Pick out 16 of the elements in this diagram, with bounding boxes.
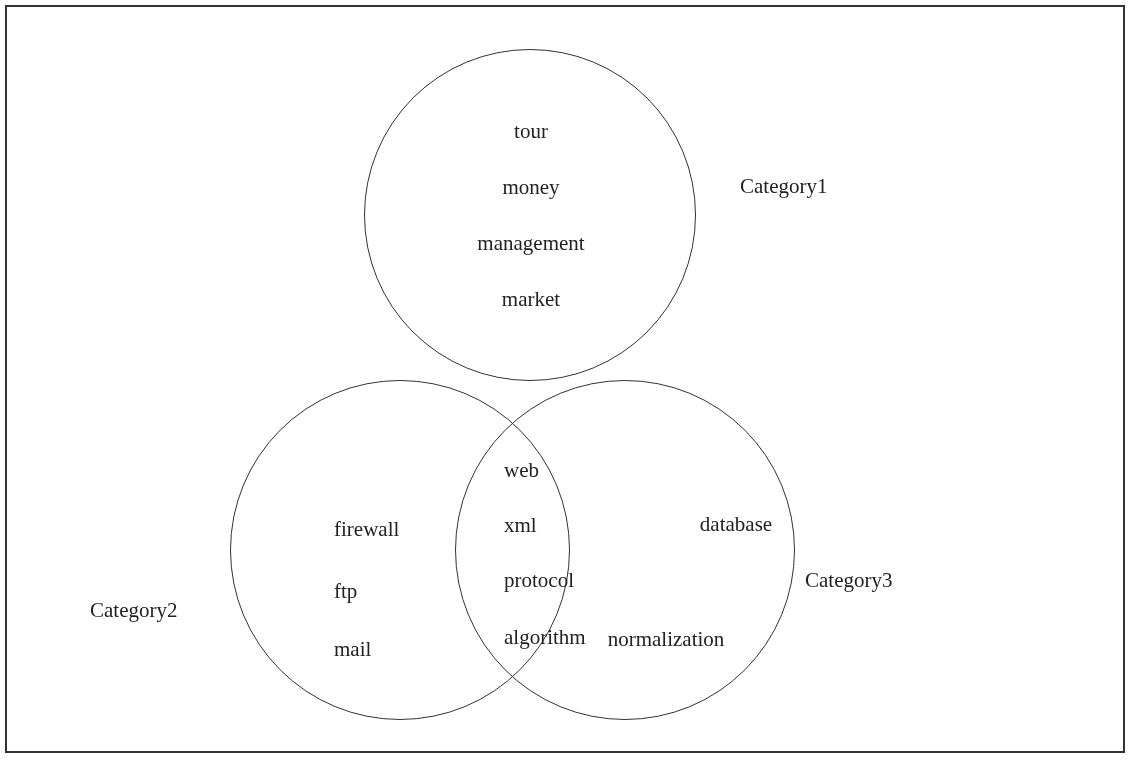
term-text: management (477, 231, 585, 255)
term-text: algorithm (504, 625, 586, 649)
term-text: ftp (334, 579, 358, 603)
category-label: Category3 (805, 568, 893, 592)
category-label: Category1 (740, 174, 828, 198)
term-text: web (504, 458, 539, 482)
term-text: market (501, 287, 561, 311)
category-label: Category2 (90, 598, 178, 622)
term-text: normalization (607, 627, 725, 651)
term-text: money (502, 175, 560, 199)
term-text: firewall (334, 517, 400, 541)
term-text: xml (504, 513, 537, 537)
term-text: protocol (504, 568, 574, 592)
term-text: database (699, 512, 773, 536)
term-text: mail (334, 637, 372, 661)
term-text: tour (514, 119, 548, 143)
